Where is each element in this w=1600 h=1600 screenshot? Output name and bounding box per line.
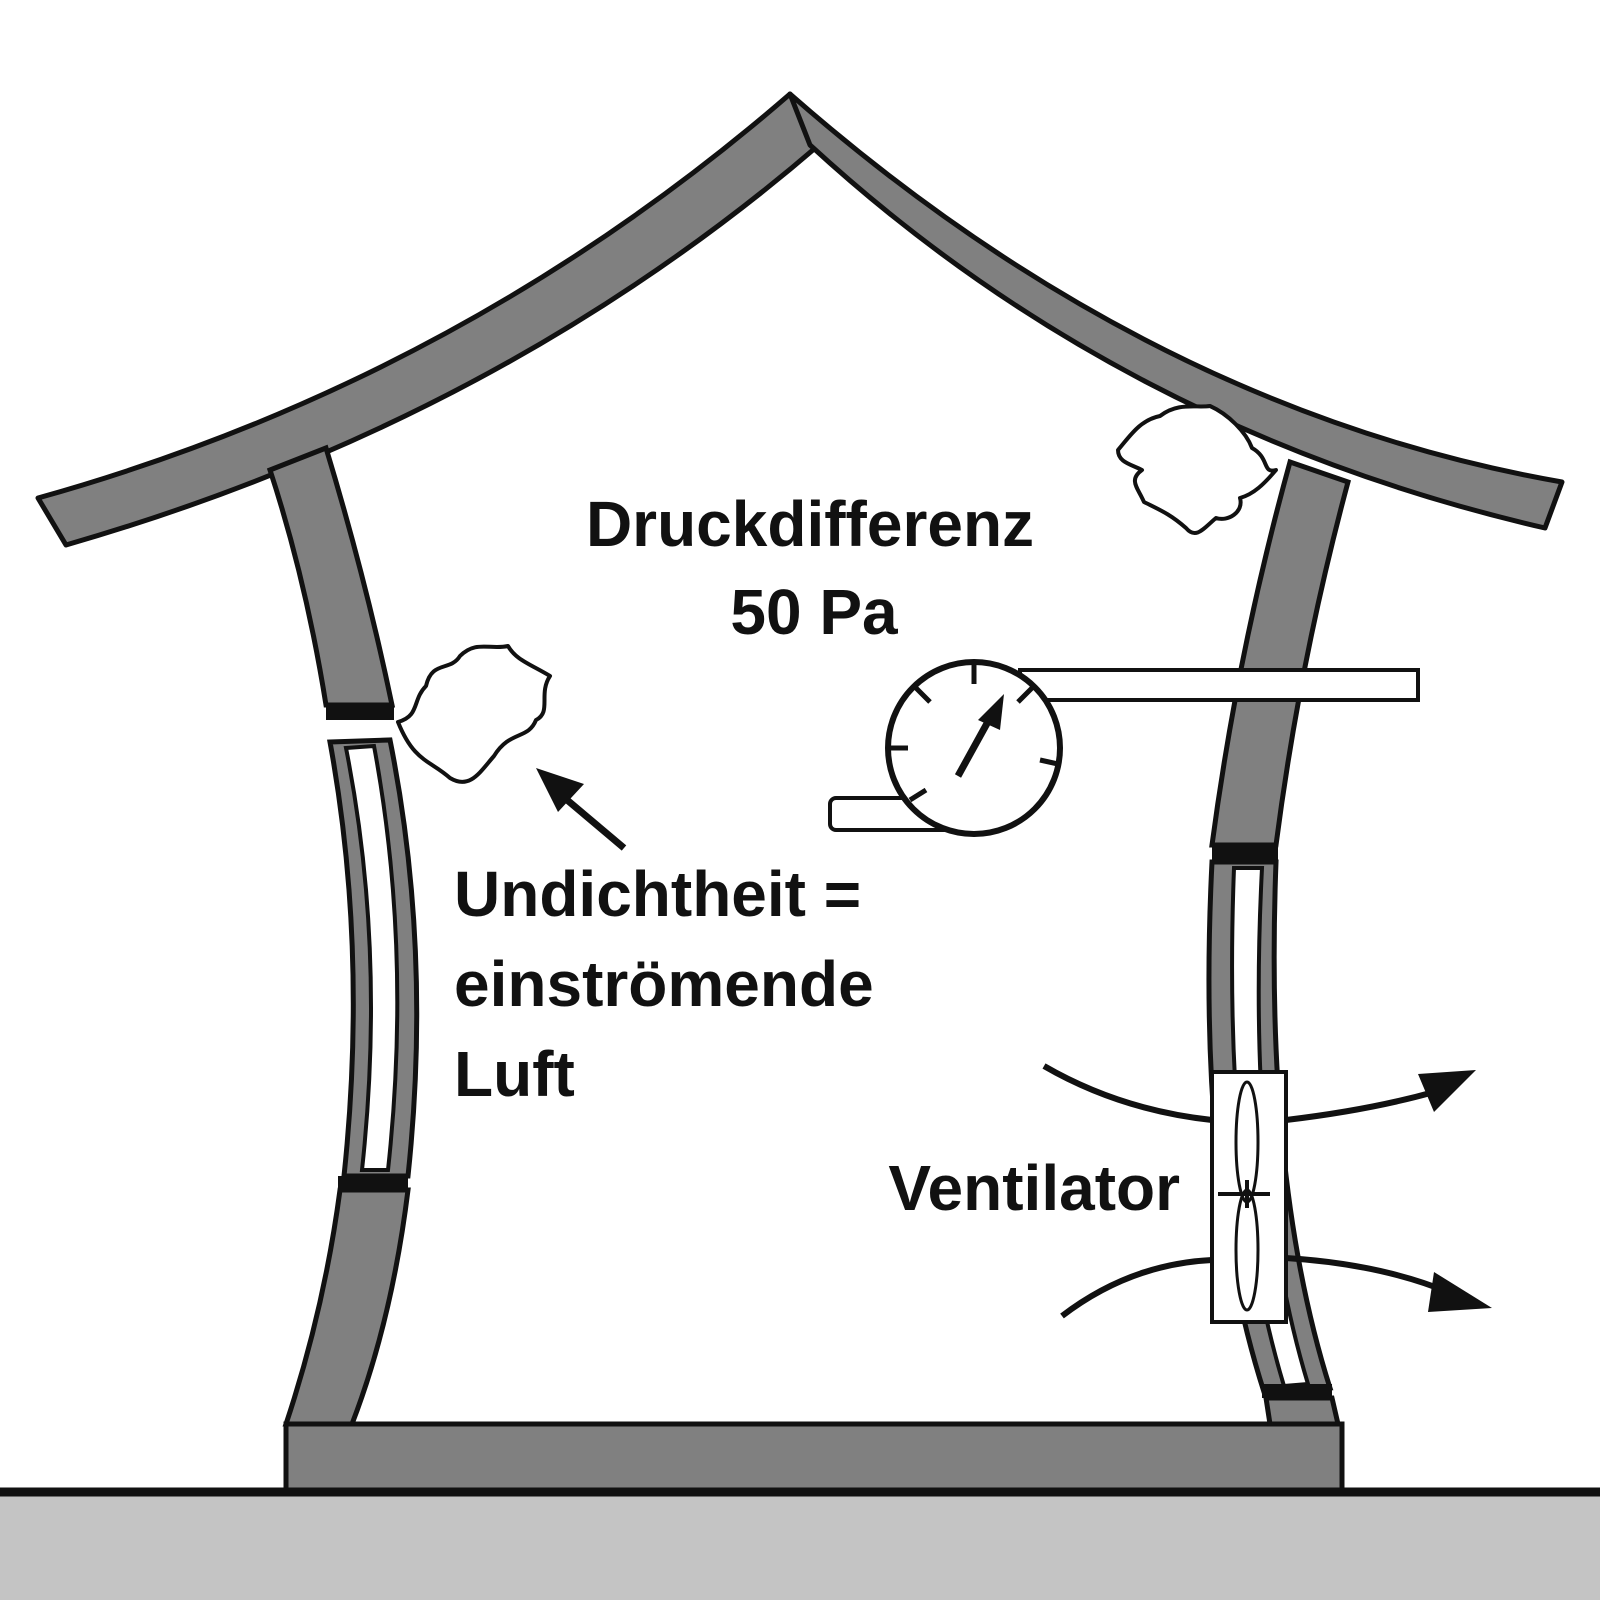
pressure-label-line-2: 50 Pa <box>730 576 898 648</box>
ground <box>0 1490 1600 1600</box>
leak-cloud-icon <box>396 644 552 784</box>
left-window-glass <box>343 743 400 1172</box>
right-wall-seal-top <box>1212 844 1278 860</box>
gauge-tube-outside <box>1018 668 1420 702</box>
left-wall-seal-top <box>326 704 394 720</box>
floor-slab <box>283 1421 1345 1493</box>
leak-label-line-1: Undichtheit = <box>454 858 861 930</box>
leak-arrow-shaft <box>557 791 627 851</box>
right-wall-upper <box>1209 458 1352 848</box>
roof-right <box>787 91 1565 531</box>
left-wall-upper <box>266 444 396 708</box>
fan-icon <box>1210 1070 1288 1324</box>
roof-left <box>35 91 823 548</box>
pressure-label-line-1: Druckdifferenz <box>586 488 1034 560</box>
leak-arrow-head <box>536 768 584 812</box>
leak-label-line-3: Luft <box>454 1038 575 1110</box>
leak-cloud-right-icon <box>1116 404 1278 535</box>
airflow-arrow-upper-head <box>1418 1070 1476 1112</box>
right-wall-foot <box>1263 1395 1342 1427</box>
airflow-arrow-lower-head <box>1428 1272 1492 1312</box>
leak-label-line-2: einströmende <box>454 948 874 1020</box>
airflow-arrow-upper <box>1042 1063 1435 1123</box>
left-wall-lower <box>282 1187 411 1427</box>
left-wall-seal-bottom <box>338 1176 408 1190</box>
right-wall-seal-bottom <box>1262 1384 1332 1398</box>
fan-label: Ventilator <box>888 1152 1180 1224</box>
pressure-gauge-icon <box>885 659 1063 837</box>
